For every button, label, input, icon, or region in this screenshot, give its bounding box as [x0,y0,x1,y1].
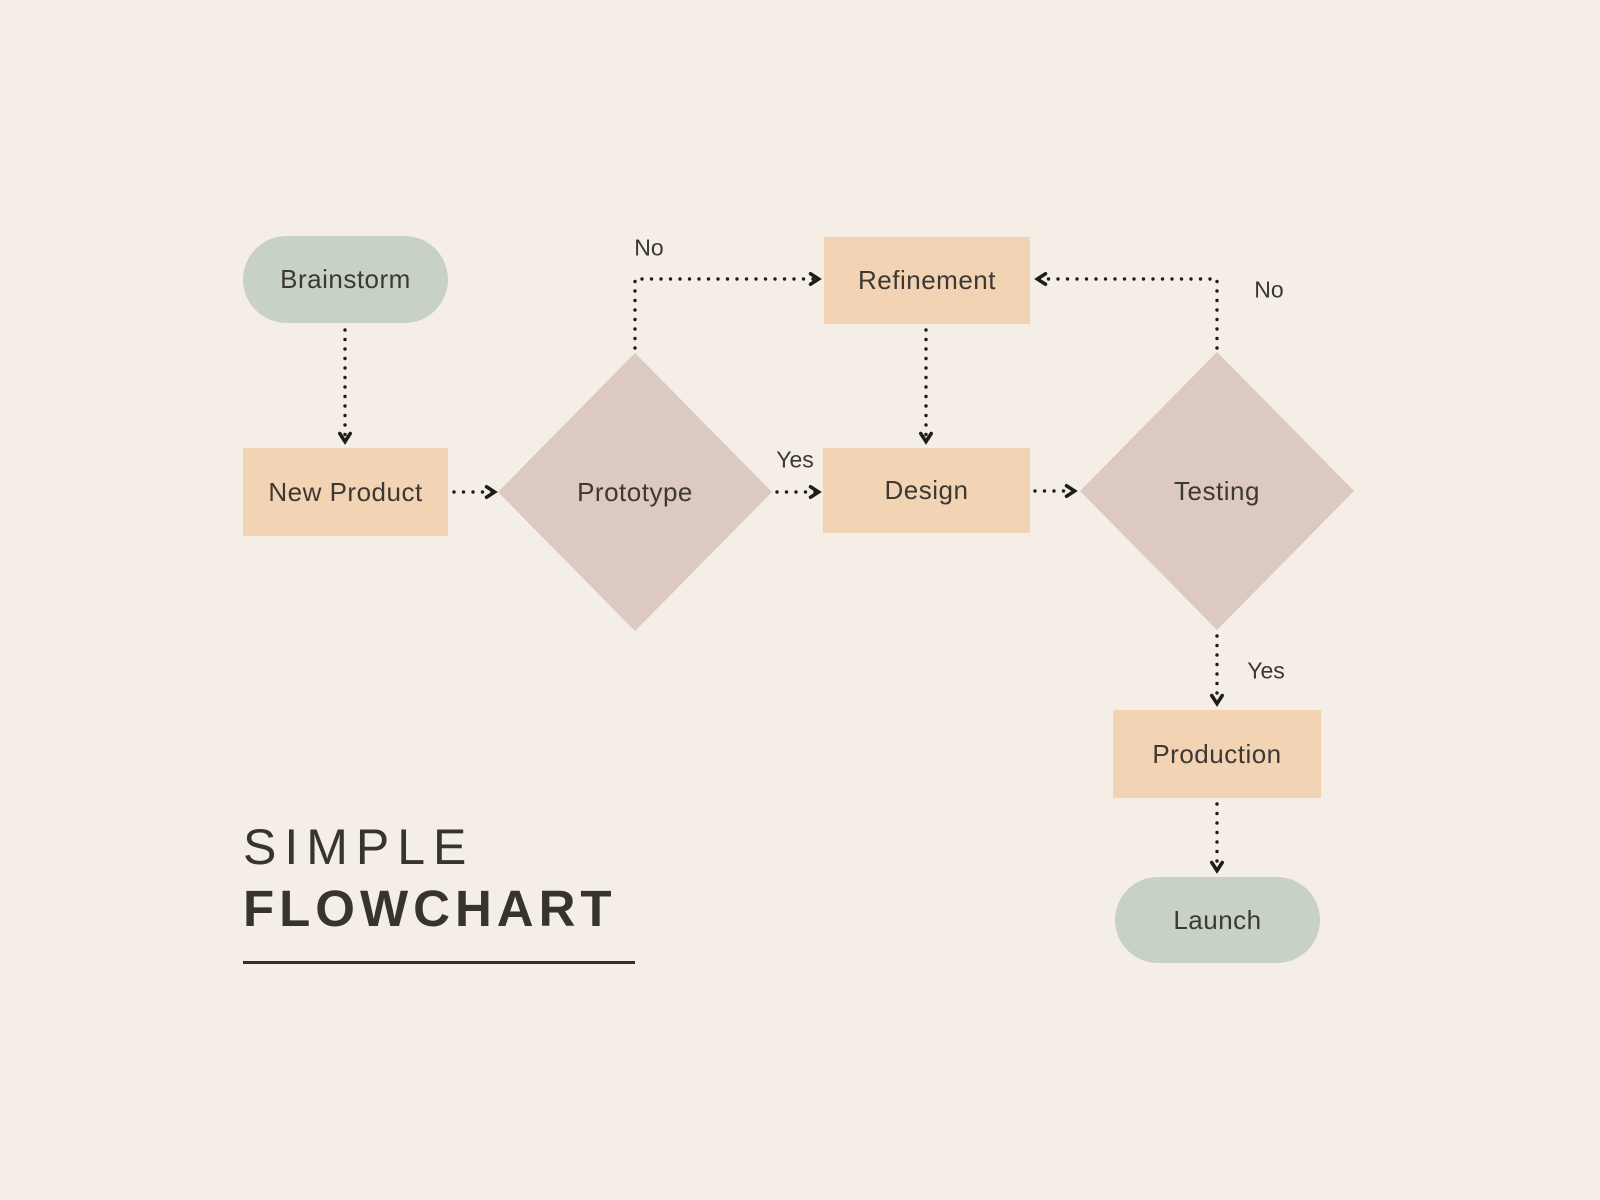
node-design-label: Design [884,475,969,505]
node-design: Design [823,448,1030,533]
edge-testing-to-refinement-no [1038,279,1219,350]
title-underline [243,961,635,965]
node-prototype-label: Prototype [577,476,693,507]
node-production-label: Production [1152,738,1282,769]
edge-label-testing-no: No [1254,276,1284,303]
node-production: Production [1113,710,1321,798]
node-brainstorm-label: Brainstorm [280,264,411,294]
page-title-line1: SIMPLE [243,819,475,875]
edge-label-testing-yes: Yes [1247,657,1285,684]
node-launch: Launch [1115,877,1320,963]
edge-label-prototype-yes: Yes [776,446,814,473]
title-block: SIMPLE FLOWCHART [243,819,635,965]
node-new-product-label: New Product [268,476,423,507]
node-new-product: New Product [243,448,448,536]
node-brainstorm: Brainstorm [243,236,448,323]
page-title-line2: FLOWCHART [243,880,617,937]
node-refinement-label: Refinement [858,265,996,295]
edge-label-prototype-no: No [634,234,664,261]
node-launch-label: Launch [1173,904,1262,935]
edge-prototype-to-refinement-no [633,279,818,350]
node-testing-label: Testing [1174,475,1260,506]
node-refinement: Refinement [824,237,1030,324]
